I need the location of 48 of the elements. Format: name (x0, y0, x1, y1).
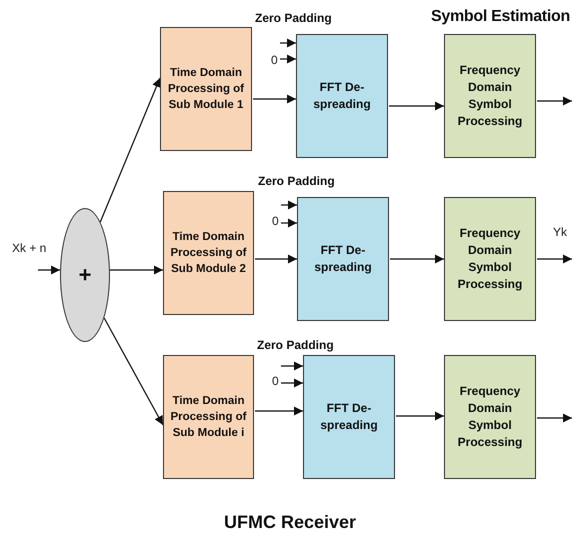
arrow (281, 200, 297, 210)
arrow (110, 266, 163, 274)
arrow (280, 38, 296, 48)
arrow (281, 218, 297, 228)
arrow (255, 406, 303, 416)
arrow (104, 318, 164, 426)
signal-label: Yk (553, 225, 568, 239)
arrow (280, 54, 296, 64)
input-value: 0 (271, 54, 278, 66)
block-text: FFT De-spreading (313, 242, 373, 276)
block-text: FFT De-spreading (319, 400, 379, 434)
arrow (390, 254, 444, 264)
note-label: Zero Padding (255, 11, 332, 25)
process-block (163, 191, 254, 315)
block-text: Time Domain Processing of Sub Module i (169, 394, 248, 442)
block-text: Frequency Domain Symbol Processing (456, 383, 524, 451)
process-block (444, 34, 536, 158)
block-text: Time Domain Processing of Sub Module 1 (166, 66, 246, 114)
process-block (160, 27, 252, 151)
block-text: Time Domain Processing of Sub Module 2 (169, 230, 248, 278)
process-block (163, 355, 254, 479)
process-block (296, 34, 388, 158)
signal-label: Xk + n (12, 241, 46, 255)
block-text: Frequency Domain Symbol Processing (456, 62, 524, 130)
process-block (444, 197, 536, 321)
section-heading: Symbol Estimation (431, 8, 570, 26)
arrow (281, 362, 303, 370)
arrow (537, 96, 572, 106)
arrow (253, 94, 296, 104)
arrow (537, 254, 572, 264)
arrow (396, 412, 444, 420)
block-text: FFT De-spreading (312, 79, 372, 113)
arrow (537, 414, 572, 422)
arrow (389, 102, 444, 110)
note-label: Zero Padding (257, 338, 334, 352)
arrow (100, 78, 161, 222)
arrow (255, 254, 297, 264)
note-label: Zero Padding (258, 174, 335, 188)
arrow (38, 266, 60, 274)
input-value: 0 (272, 375, 279, 387)
process-block (303, 355, 395, 479)
process-block (444, 355, 536, 479)
arrow (281, 378, 303, 388)
diagram-caption: UFMC Receiver (222, 512, 358, 533)
block-text: Frequency Domain Symbol Processing (456, 225, 524, 293)
input-value: 0 (272, 215, 279, 227)
plus-sign: + (78, 262, 92, 288)
process-block (297, 197, 389, 321)
